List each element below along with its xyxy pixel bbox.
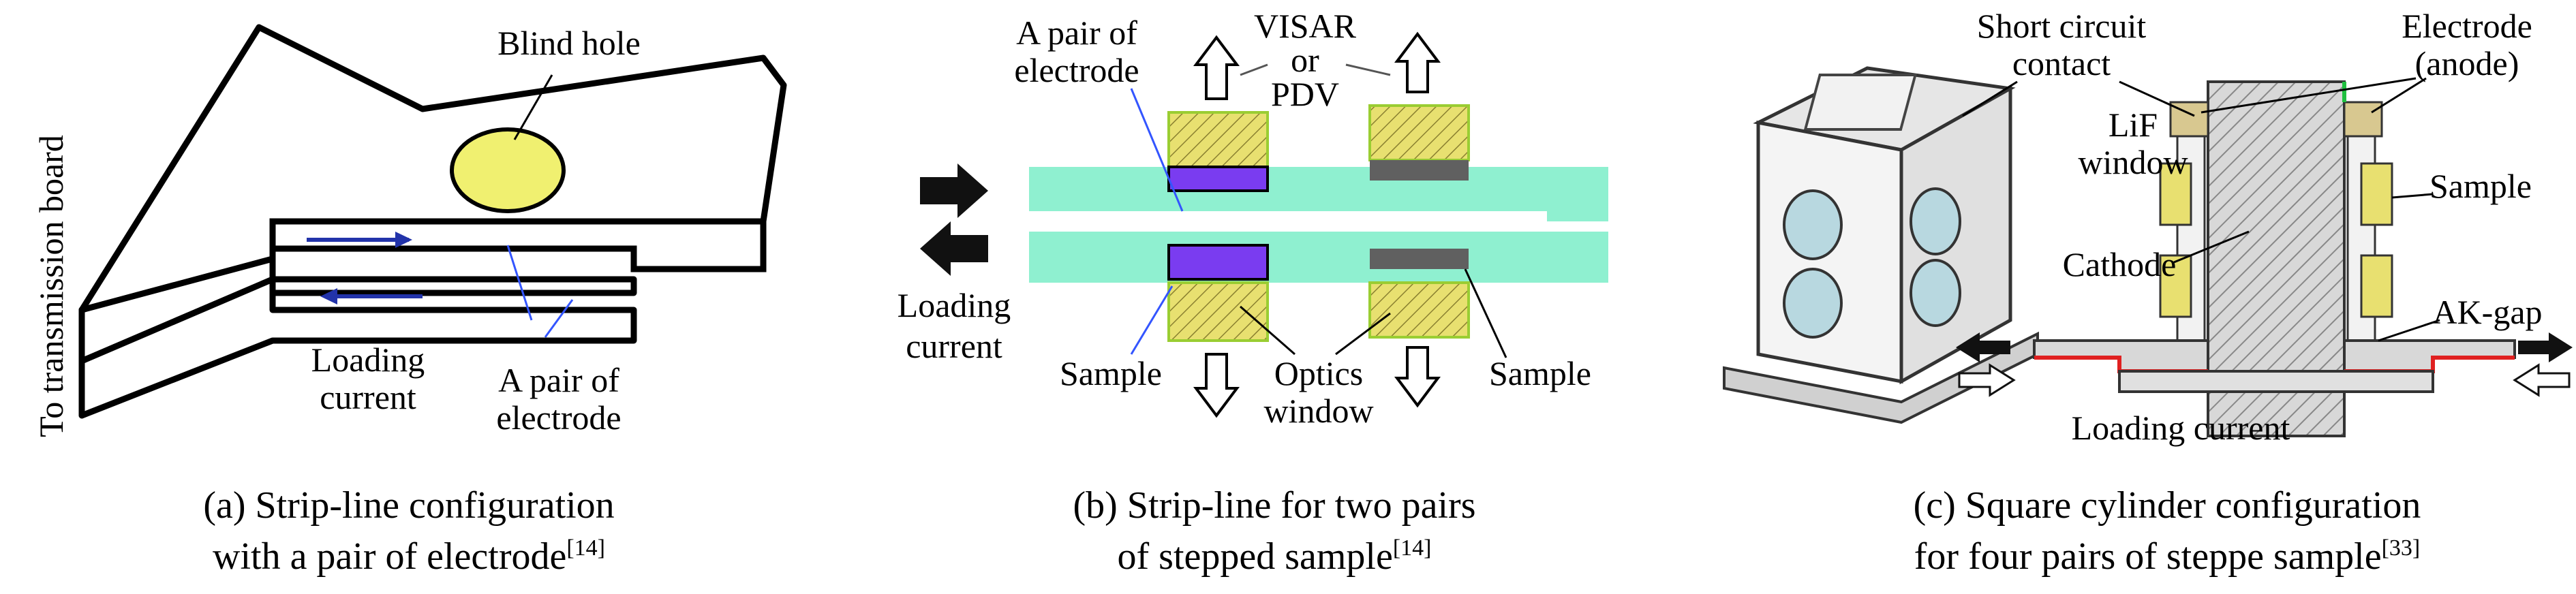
caption-a-ref: [14] — [566, 535, 605, 561]
label-loading-c: Loading current — [2072, 409, 2290, 447]
label-sample-b-right: Sample — [1489, 354, 1591, 392]
panel-b: A pair of electrode VISAR or PDV Loading… — [898, 7, 1608, 578]
strip-slab — [269, 218, 767, 272]
caption-b-line2-text: of stepped sample — [1118, 535, 1393, 578]
c-arrow-right-out — [2513, 363, 2571, 397]
probe-arrow-down-right — [1394, 346, 1441, 408]
label-electrode-a2: electrode — [496, 398, 621, 437]
housing-window-1 — [1783, 189, 1843, 260]
label-optics-2: window — [1263, 392, 1373, 430]
housing-window-4 — [1910, 259, 1961, 327]
label-electrode-b2: electrode — [1014, 51, 1139, 89]
blind-hole-leader — [513, 74, 553, 140]
label-lif-2: window — [2078, 143, 2188, 181]
panel-c: Short circuit contact Electrode (anode) … — [1723, 7, 2573, 578]
c-arrow-left-out — [1958, 363, 2016, 397]
label-visar: VISAR — [1254, 7, 1357, 45]
caption-b-line1: (b) Strip-line for two pairs — [1073, 484, 1476, 527]
electrode-leader-2 — [544, 299, 574, 338]
sample-lower-right — [1370, 249, 1469, 269]
anode-left — [2176, 101, 2206, 369]
sample-c-right — [2360, 162, 2393, 226]
window-lower-right — [1368, 281, 1470, 339]
window-lower-left — [1167, 281, 1269, 342]
probe-arrow-up-right — [1394, 31, 1441, 93]
label-electrode-c2: (anode) — [2415, 44, 2519, 82]
sample-upper-right — [1370, 160, 1469, 181]
label-optics-1: Optics — [1274, 354, 1364, 392]
lif-window-left-2 — [2159, 254, 2192, 318]
label-cathode: Cathode — [2063, 245, 2177, 283]
caption-c-line1: (c) Square cylinder configuration — [1914, 484, 2421, 527]
sample-upper-left — [1167, 166, 1269, 192]
caption-b-ref: [14] — [1393, 535, 1432, 561]
caption-c-line2-text: for four pairs of steppe sample — [1914, 535, 2382, 578]
lif-window-left — [2159, 162, 2192, 226]
label-or: or — [1291, 41, 1319, 79]
c-arrow-right-in — [2518, 332, 2573, 362]
label-blind-hole: Blind hole — [497, 24, 641, 62]
label-short-circuit-1: Short circuit — [1977, 7, 2147, 45]
label-loading-b2: current — [906, 327, 1002, 365]
label-loading-b1: Loading — [898, 286, 1011, 324]
caption-b-line2: of stepped sample[14] — [1118, 535, 1432, 578]
window-upper-right — [1368, 104, 1470, 161]
cylinder-top-cap — [1803, 74, 1918, 131]
caption-c-line2: for four pairs of steppe sample[33] — [1914, 535, 2420, 578]
housing-window-3 — [1910, 187, 1961, 255]
label-lif-1: LiF — [2109, 106, 2158, 144]
caption-c-ref: [33] — [2382, 535, 2421, 561]
anode-right — [2346, 101, 2376, 369]
electrode-anode-block-right — [2343, 101, 2383, 138]
label-loading-a2: current — [320, 378, 416, 416]
label-pdv: PDV — [1271, 75, 1339, 113]
blind-hole — [450, 127, 566, 213]
label-short-circuit-2: contact — [2012, 44, 2111, 82]
label-loading-a1: Loading — [311, 341, 425, 379]
label-electrode-a1: A pair of — [498, 361, 619, 399]
window-upper-left — [1167, 111, 1269, 168]
caption-a-line2-text: with a pair of electrode — [213, 535, 566, 578]
probe-arrow-down-left — [1193, 353, 1240, 418]
label-electrode-b1: A pair of — [1016, 14, 1137, 52]
c-arrow-left-in — [1956, 332, 2010, 362]
probe-arrow-up-left — [1193, 35, 1240, 100]
label-sample-c: Sample — [2429, 167, 2532, 205]
side-label-a: To transmission board — [32, 135, 70, 437]
loading-arrow-right — [920, 163, 988, 218]
strip-bottom-plate — [78, 276, 637, 419]
bottom-plate — [2118, 370, 2434, 393]
caption-a-line1: (a) Strip-line configuration — [203, 484, 614, 527]
label-electrode-c1: Electrode — [2402, 7, 2532, 45]
electrode-leader-b — [1130, 88, 1184, 212]
label-ak-gap: AK-gap — [2432, 293, 2542, 331]
panel-a: To transmission board Blind hole Loading… — [32, 24, 787, 578]
caption-a-line2: with a pair of electrode[14] — [213, 535, 605, 578]
housing-window-2 — [1783, 268, 1843, 339]
loading-arrow-left — [920, 221, 988, 276]
sample-lower-left — [1167, 244, 1269, 281]
strip-lower — [1029, 232, 1608, 283]
label-sample-b-left: Sample — [1060, 354, 1162, 392]
strip-slot — [1029, 211, 1547, 225]
sample-c-right-2 — [2360, 254, 2393, 318]
electrode-leader-1 — [506, 245, 533, 321]
